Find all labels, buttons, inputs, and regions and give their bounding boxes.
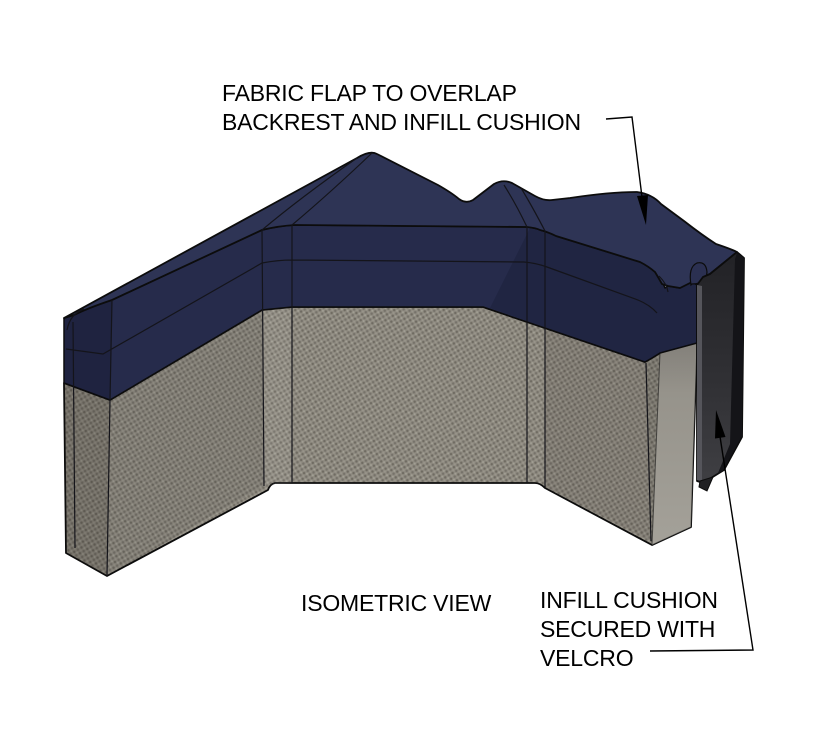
infill-cushion-chamfer-line <box>723 436 743 471</box>
annotation-infill-cushion: INFILL CUSHION SECURED WITH VELCRO <box>540 586 718 673</box>
fabric-right-wing-shade <box>545 328 650 541</box>
leader-line-fabric-flap <box>605 116 645 214</box>
fabric-left-wing-shade <box>107 310 264 576</box>
annotation-fabric-flap: FABRIC FLAP TO OVERLAP BACKREST AND INFI… <box>222 79 581 137</box>
view-label: ISOMETRIC VIEW <box>301 590 492 616</box>
annotation-fabric-flap-line2: BACKREST AND INFILL CUSHION <box>222 109 581 135</box>
annotation-infill-line2: SECURED WITH <box>540 616 716 642</box>
arrowhead-velcro <box>715 410 726 439</box>
backrest-top-face <box>63 151 738 319</box>
fabric-left-chamfer-highlight <box>262 307 292 486</box>
backrest-band-left-cap-shade <box>64 300 112 400</box>
annotation-infill-line1: INFILL CUSHION <box>540 587 718 613</box>
arrowhead-fabric-flap <box>637 195 648 225</box>
infill-cushion-right-face <box>718 253 744 473</box>
fabric-right-end-face <box>651 342 698 546</box>
backrest-band-right-shade <box>490 228 697 362</box>
leader-line-velcro <box>649 429 754 652</box>
annotation-infill-line3: VELCRO <box>540 645 634 671</box>
infill-cushion-bottom-lip <box>698 476 714 492</box>
seam-lines <box>65 152 669 577</box>
infill-cushion-left-highlight <box>697 285 702 481</box>
fabric-left-end-cap-shade <box>64 383 110 576</box>
annotation-fabric-flap-line1: FABRIC FLAP TO OVERLAP <box>222 80 517 106</box>
